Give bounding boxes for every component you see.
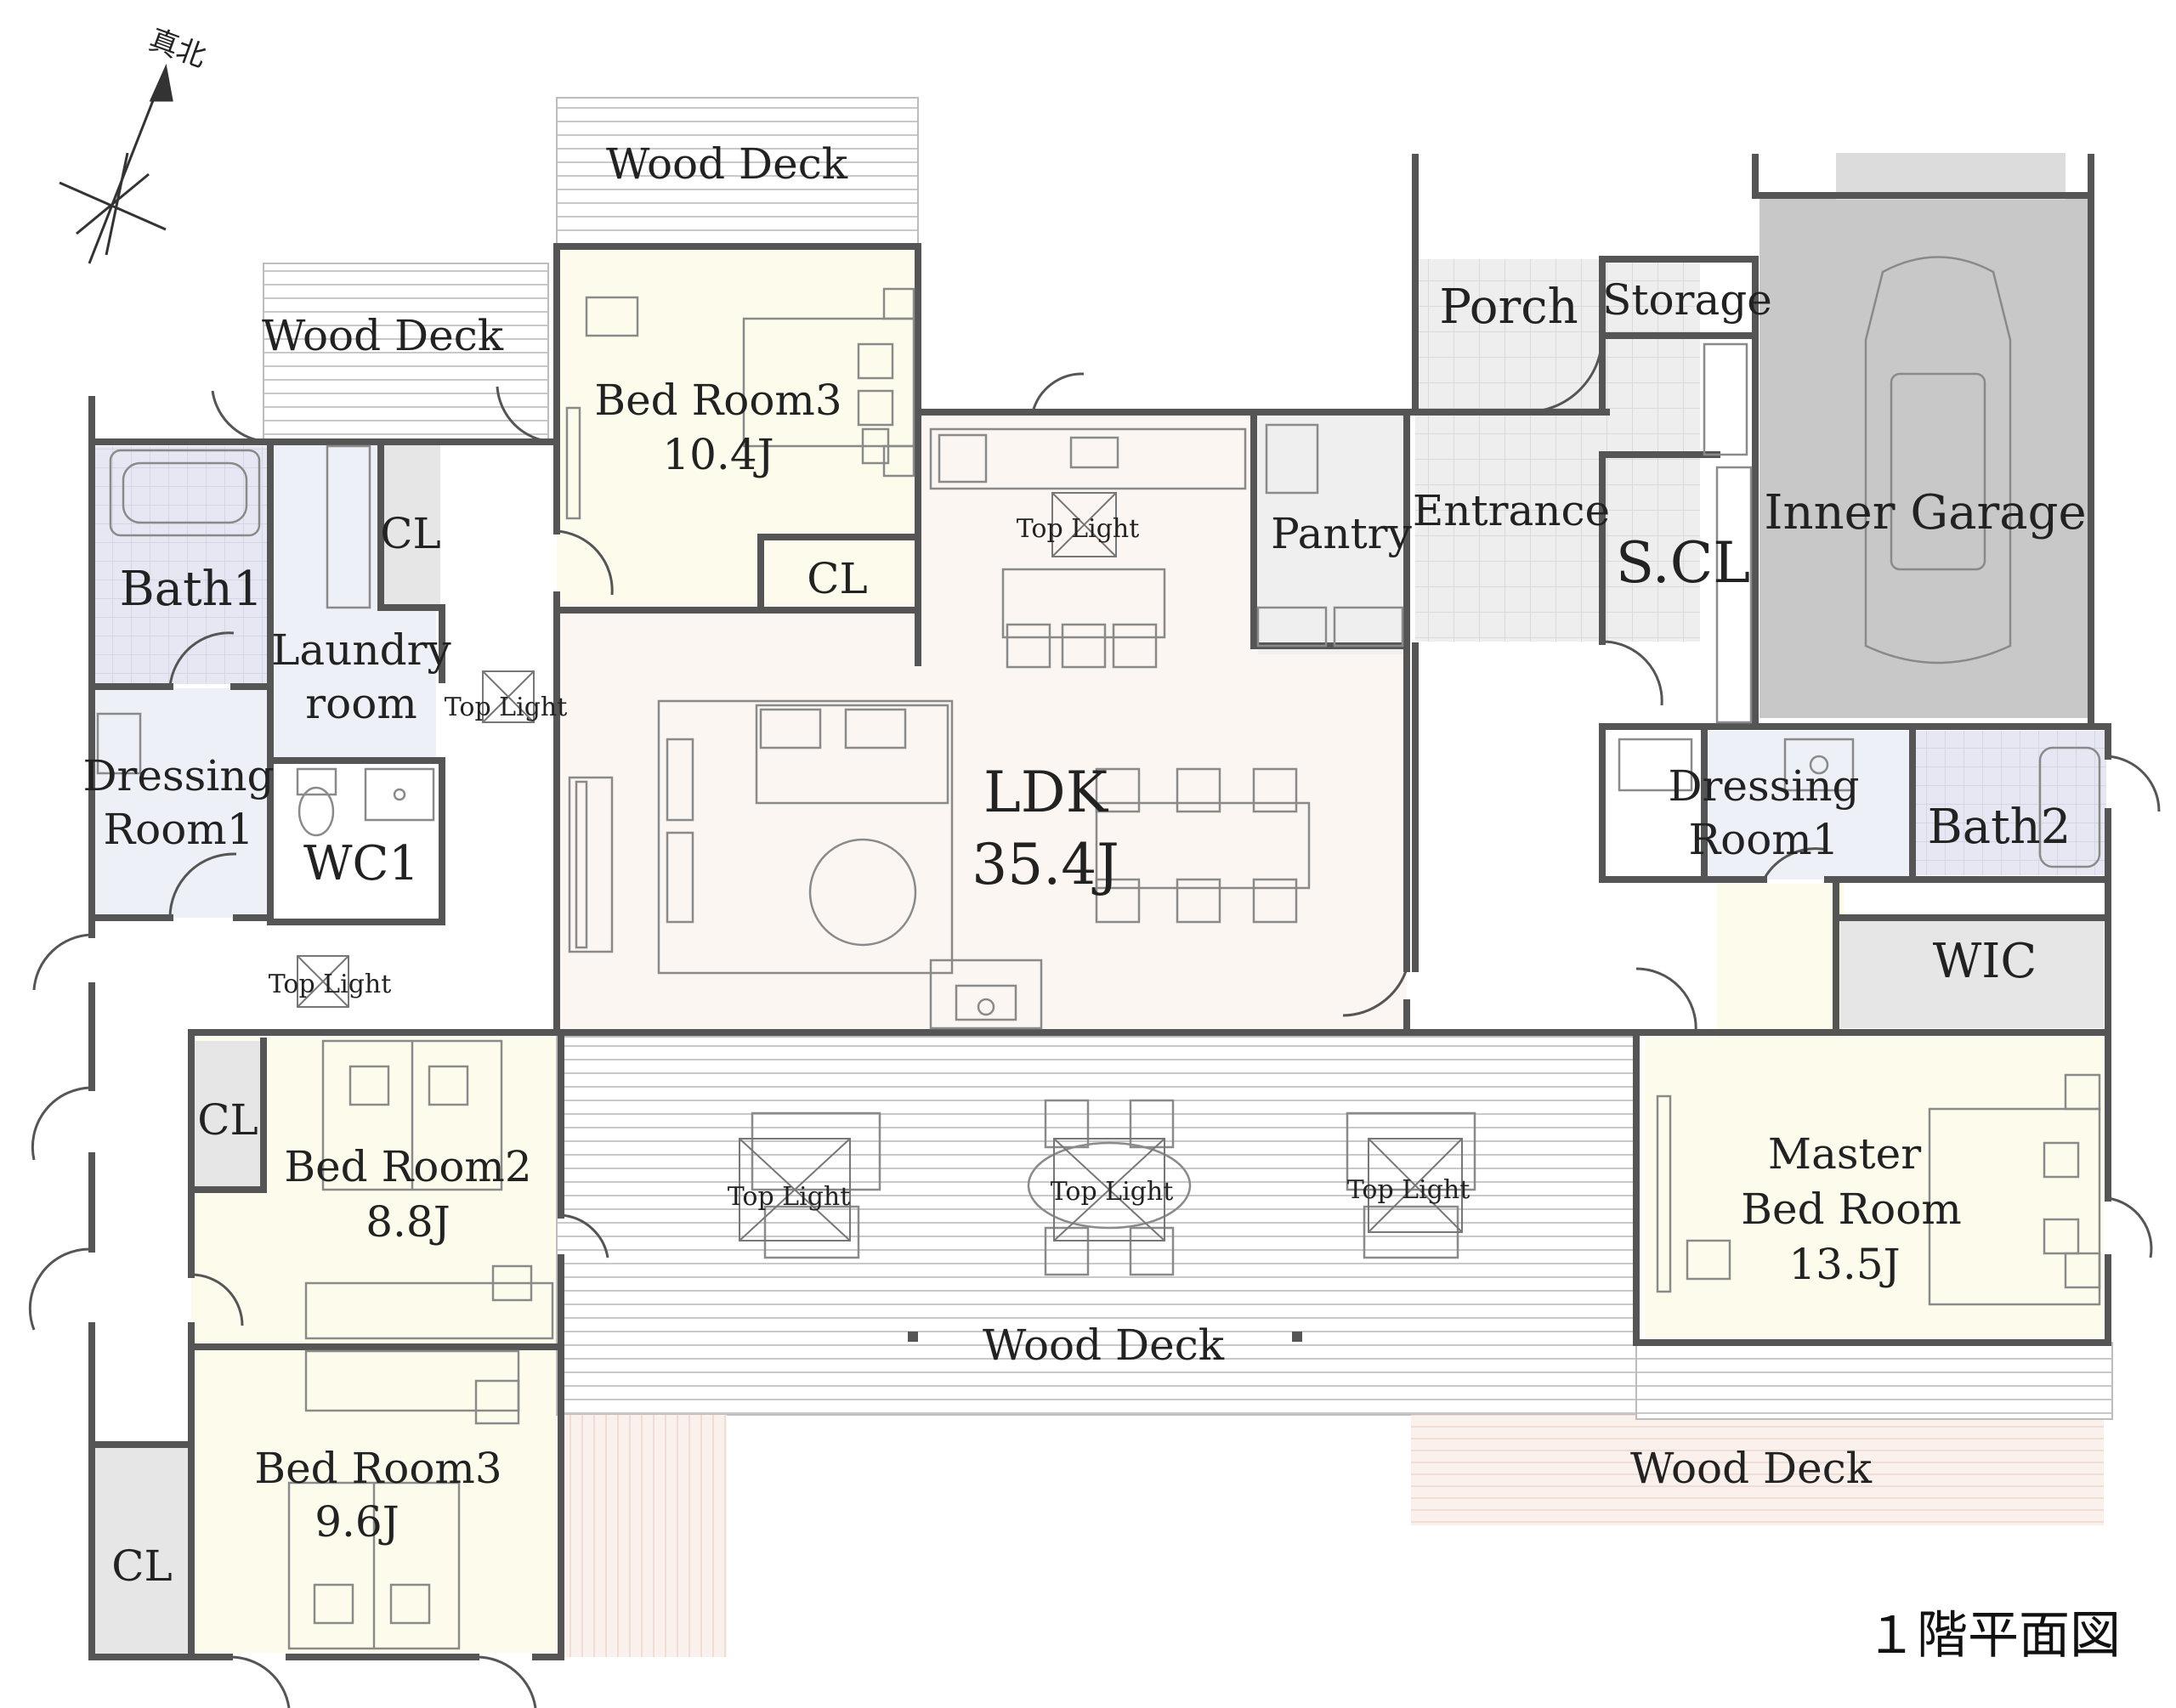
plan-title: １階平面図 [1866,1606,2121,1666]
laundry-label-1: Laundry [271,625,451,675]
bath2-label: Bath2 [1928,800,2071,855]
cl-bed2-label: CL [197,1095,258,1145]
bed-room3-bottom-name: Bed Room3 [254,1444,502,1493]
wc1-label: WC1 [303,836,419,891]
wic-label: WIC [1933,934,2037,989]
bed-room3-top-size: 10.4J [662,430,774,479]
top-light-label-deck-right: Top Light [1347,1175,1470,1205]
top-light-label-kitchen: Top Light [1017,514,1140,544]
bed-room2-name: Bed Room2 [284,1142,531,1191]
bed-room3-top-name: Bed Room3 [594,376,842,425]
cl-bottom-label: CL [111,1541,172,1591]
inner-garage-label: Inner Garage [1764,485,2086,540]
laundry-label-2: room [305,679,417,728]
wood-deck-top-label: Wood Deck [606,139,848,189]
top-light-label-deck-left: Top Light [728,1182,851,1212]
top-light-markers [297,492,1463,1241]
storage-label: Storage [1602,275,1772,325]
wood-deck-right-label: Wood Deck [1630,1444,1873,1493]
top-light-labels: Top Light Top Light Top Light Top Light … [269,514,1470,1212]
dressing1-label-2: Room1 [103,805,253,854]
room-labels: Wood Deck Wood Deck Bed Room3 10.4J CL B… [82,139,2086,1591]
furniture [96,256,2101,1650]
entrance-label: Entrance [1413,486,1610,535]
dressing-right-label-2: Room1 [1688,815,1839,864]
cl-bed3-label: CL [807,554,867,603]
ldk-name: LDK [983,760,1109,825]
dressing-right-label-1: Dressing [1668,761,1859,811]
master-label-2: Bed Room [1741,1185,1962,1234]
bath1-label: Bath1 [120,562,264,617]
walls [88,154,2111,1660]
top-light-label-deck-center: Top Light [1051,1177,1174,1207]
cl-laundry-label: CL [380,509,440,558]
master-size: 13.5J [1788,1240,1900,1289]
ldk-size: 35.4J [972,832,1119,897]
compass-icon [59,63,173,264]
master-label-1: Master [1768,1129,1921,1179]
wood-deck-left-label: Wood Deck [262,311,504,360]
compass-label: 真北 [144,23,211,75]
dressing1-label-1: Dressing [82,751,274,800]
top-light-label-hall: Top Light [445,693,568,722]
bed-room2-size: 8.8J [366,1197,450,1247]
bed-room3-bottom-size: 9.6J [314,1497,400,1547]
top-light-label-corridor: Top Light [269,970,392,999]
doors [28,335,2161,1708]
wood-deck-center-label: Wood Deck [983,1321,1225,1370]
scl-label: S.CL [1616,530,1750,596]
pantry-label: Pantry [1271,509,1412,558]
porch-label: Porch [1439,280,1578,335]
wood-decks [263,97,2113,1657]
